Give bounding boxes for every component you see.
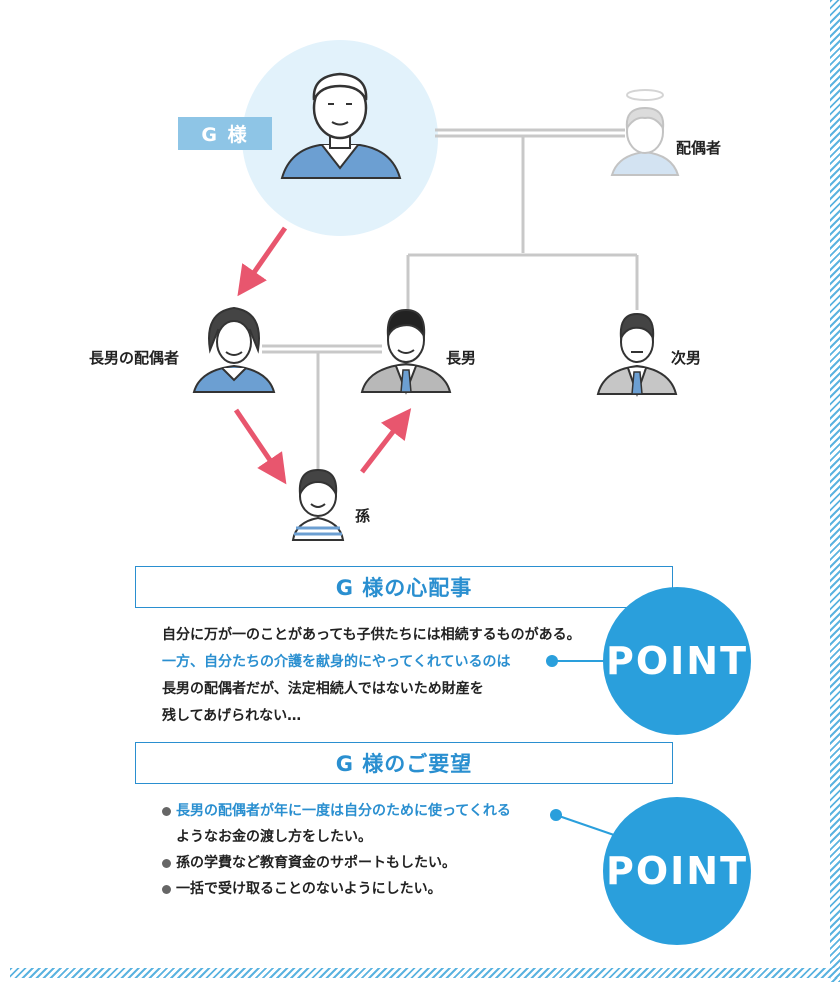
- spouse-figure: [610, 89, 680, 176]
- concern-line-2: 一方、自分たちの介護を献身的にやってくれているのは: [162, 654, 511, 670]
- point-badge-1: POINT: [603, 587, 751, 735]
- wishes-title: G 様のご要望: [135, 742, 673, 784]
- spouse-label: 配偶者: [676, 139, 722, 157]
- second-son-label: 次男: [671, 349, 702, 367]
- relation-arrows: [233, 226, 412, 485]
- grandchild-figure: [291, 468, 345, 541]
- g-sama-figure: [280, 72, 402, 179]
- concern-line-4: 残してあげられない…: [162, 708, 302, 724]
- concern-line-1: 自分に万が一のことがあっても子供たちには相続するものがある。: [162, 627, 581, 643]
- eldest-son-figure: [360, 308, 452, 395]
- wish-item-1: 長男の配偶者が年に一度は自分のために使ってくれる: [162, 798, 511, 824]
- grandchild-label: 孫: [355, 507, 371, 525]
- second-son-figure: [596, 312, 678, 398]
- eldest-son-label: 長男: [446, 349, 477, 367]
- g-sama-label: G 様: [178, 117, 272, 150]
- family-tree-diagram: [192, 40, 680, 541]
- concern-text: 自分に万が一のことがあっても子供たちには相続するものがある。 一方、自分たちの介…: [162, 622, 581, 730]
- bottom-stripe-border: [10, 968, 840, 978]
- wish-item-3: 一括で受け取ることのないようにしたい。: [162, 876, 511, 902]
- eldest-son-spouse-label: 長男の配偶者: [89, 349, 180, 367]
- wish-item-1-line-2: ようなお金の渡し方をしたい。: [176, 829, 372, 845]
- eldest-son-spouse-figure: [192, 306, 276, 393]
- concern-line-3: 長男の配偶者だが、法定相続人ではないため財産を: [162, 681, 484, 697]
- point-badge-2: POINT: [603, 797, 751, 945]
- tree-connector-lines: [262, 128, 639, 470]
- wish-item-1-line-1: 長男の配偶者が年に一度は自分のために使ってくれる: [176, 803, 511, 819]
- right-stripe-border: [830, 0, 840, 982]
- wish-item-2: 孫の学費など教育資金のサポートもしたい。: [162, 850, 511, 876]
- wishes-list: 長男の配偶者が年に一度は自分のために使ってくれる ようなお金の渡し方をしたい。 …: [162, 798, 511, 902]
